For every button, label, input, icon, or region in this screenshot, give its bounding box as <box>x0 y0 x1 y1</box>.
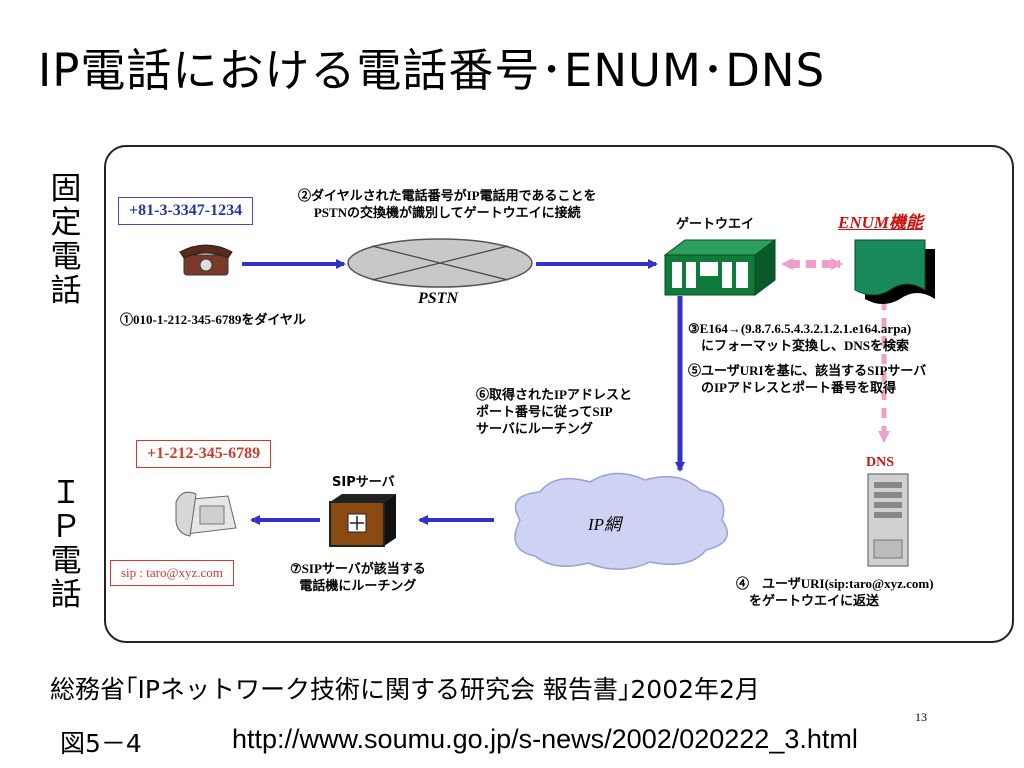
step2-note: ②ダイヤルされた電話番号がIP電話用であることを PSTNの交換機が識別してゲー… <box>298 188 597 220</box>
fixed-phone-side-label: 固 定 電 話 <box>50 171 82 309</box>
ip-network-cloud <box>514 472 728 570</box>
enum-document-icon <box>854 239 935 304</box>
ip-network-label: IP網 <box>588 515 622 534</box>
sip-server-icon <box>329 494 396 547</box>
diagram-panel <box>104 145 1014 643</box>
figure-label: 図5－4 <box>60 729 142 758</box>
ip-phone-icon <box>175 491 237 537</box>
step6-note: ⑥取得されたIPアドレスと ポート番号に従ってSIP サーバにルーチング <box>476 387 633 436</box>
step7-note: ⑦SIPサーバが該当する 電話機にルーチング <box>290 561 426 593</box>
dns-label: DNS <box>866 455 895 470</box>
fixed-number-box: +81-3-3347-1234 <box>118 197 254 225</box>
fixed-phone-icon <box>179 244 233 276</box>
ip-phone-side-label: Ｉ Ｐ 電 話 <box>50 475 82 613</box>
source-citation: 総務省｢IPネットワーク技術に関する研究会 報告書｣2002年2月 <box>50 675 760 704</box>
step5-note: ⑤ユーザURIを基に、該当するSIPサーバ のIPアドレスとポート番号を取得 <box>688 363 927 395</box>
step1-note: ①010-1-212-345-6789をダイヤル <box>120 312 306 327</box>
ip-number-box: +1-212-345-6789 <box>136 440 272 468</box>
sip-server-label: SIPサーバ <box>332 475 395 490</box>
enum-label: ENUM機能 <box>838 213 924 232</box>
page-number: 13 <box>915 710 927 724</box>
step3-note: ③E164→(9.8.7.6.5.4.3.2.1.2.1.e164.arpa) … <box>688 321 912 353</box>
pstn-label: PSTN <box>418 290 458 307</box>
gateway-label: ゲートウエイ <box>676 217 755 232</box>
pstn-ellipse <box>347 238 533 288</box>
source-url[interactable]: http://www.soumu.go.jp/s-news/2002/02022… <box>232 724 858 754</box>
step4-note: ④ ユーザURI(sip:taro@xyz.com) をゲートウエイに返送 <box>736 576 934 608</box>
dns-server-icon <box>867 473 909 567</box>
slide-title: IP電話における電話番号･ENUM･DNS <box>38 44 826 97</box>
sip-uri-box: sip : taro@xyz.com <box>110 560 234 586</box>
gateway-icon <box>663 239 777 296</box>
